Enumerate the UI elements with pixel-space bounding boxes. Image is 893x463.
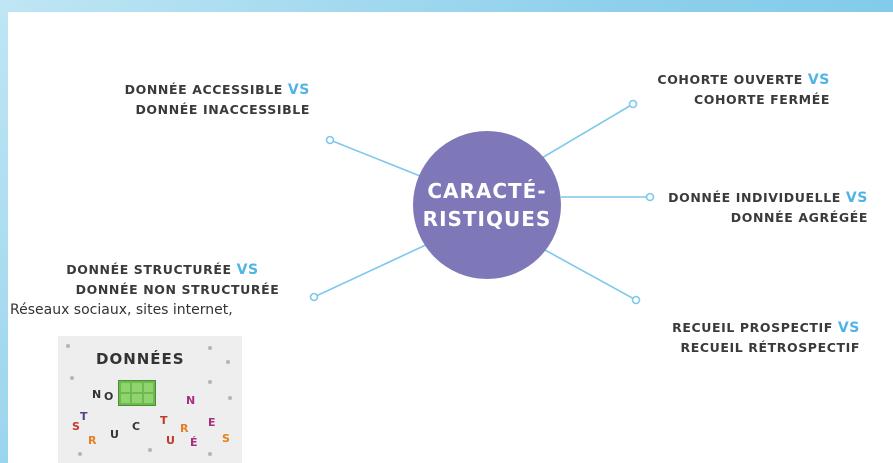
connector-structuree [313, 242, 431, 298]
label-structuree-note: Réseaux sociaux, sites internet, [10, 302, 233, 318]
label-recueil-b: RECUEIL RÉTROSPECTIF [680, 340, 860, 355]
label-accessible-a: DONNÉE ACCESSIBLE [124, 82, 283, 97]
thumb-letter: C [132, 420, 141, 433]
thumbnail-title: DONNÉES [96, 350, 185, 368]
label-recueil: RECUEIL PROSPECTIF VS RECUEIL RÉTROSPECT… [630, 318, 860, 358]
thumb-letter: O [104, 390, 114, 403]
hub-line-1: CARACTÉ- [427, 179, 547, 203]
label-individuelle-b: DONNÉE AGRÉGÉE [730, 210, 868, 225]
node-recueil [631, 295, 641, 305]
thumb-letter: R [180, 422, 189, 435]
vs-badge: VS [845, 190, 868, 206]
thumb-letter: T [160, 414, 168, 427]
node-individuelle [645, 192, 655, 202]
decor-dot [66, 344, 70, 348]
label-accessible-b: DONNÉE INACCESSIBLE [135, 102, 310, 117]
unstructured-data-thumbnail: DONNÉES N O N S T R U C T U R É E S [58, 336, 242, 463]
thumb-letter: S [72, 420, 80, 433]
thumb-letter: N [186, 394, 196, 407]
label-recueil-a: RECUEIL PROSPECTIF [672, 320, 833, 335]
decor-dot [148, 448, 152, 452]
vs-badge: VS [287, 82, 310, 98]
thumb-letter: S [222, 432, 230, 445]
hub-line-2: RISTIQUES [422, 207, 552, 231]
vs-badge: VS [807, 72, 830, 88]
label-structuree-a: DONNÉE STRUCTURÉE [66, 262, 232, 277]
node-structuree [309, 292, 319, 302]
thumb-letter: U [110, 428, 119, 441]
label-structuree: DONNÉE STRUCTURÉE VS DONNÉE NON STRUCTUR… [10, 260, 315, 320]
thumb-letter: T [80, 410, 88, 423]
connector-cohorte [529, 103, 634, 166]
connector-recueil [544, 249, 637, 301]
label-individuelle: DONNÉE INDIVIDUELLE VS DONNÉE AGRÉGÉE [656, 188, 868, 228]
thumb-letter: E [208, 416, 216, 429]
label-individuelle-a: DONNÉE INDIVIDUELLE [668, 190, 841, 205]
decor-dot [208, 452, 212, 456]
decor-dot [228, 396, 232, 400]
label-cohorte: COHORTE OUVERTE VS COHORTE FERMÉE [630, 70, 830, 110]
thumb-letter: N [92, 388, 102, 401]
center-hub: CARACTÉ- RISTIQUES [413, 131, 561, 279]
connector-accessible [329, 139, 431, 181]
thumb-letter: R [88, 434, 97, 447]
decor-dot [226, 360, 230, 364]
decor-dot [208, 380, 212, 384]
label-accessible: DONNÉE ACCESSIBLE VS DONNÉE INACCESSIBLE [80, 80, 310, 120]
decor-dot [208, 346, 212, 350]
label-structuree-b: DONNÉE NON STRUCTURÉE [75, 282, 280, 297]
grid-icon [118, 380, 156, 406]
label-cohorte-b: COHORTE FERMÉE [694, 92, 830, 107]
decor-dot [70, 376, 74, 380]
node-cohorte [628, 99, 638, 109]
decor-dot [78, 452, 82, 456]
thumb-letter: É [190, 436, 198, 449]
vs-badge: VS [837, 320, 860, 336]
label-cohorte-a: COHORTE OUVERTE [657, 72, 803, 87]
vs-badge: VS [236, 262, 259, 278]
node-accessible [325, 135, 335, 145]
thumb-letter: U [166, 434, 175, 447]
